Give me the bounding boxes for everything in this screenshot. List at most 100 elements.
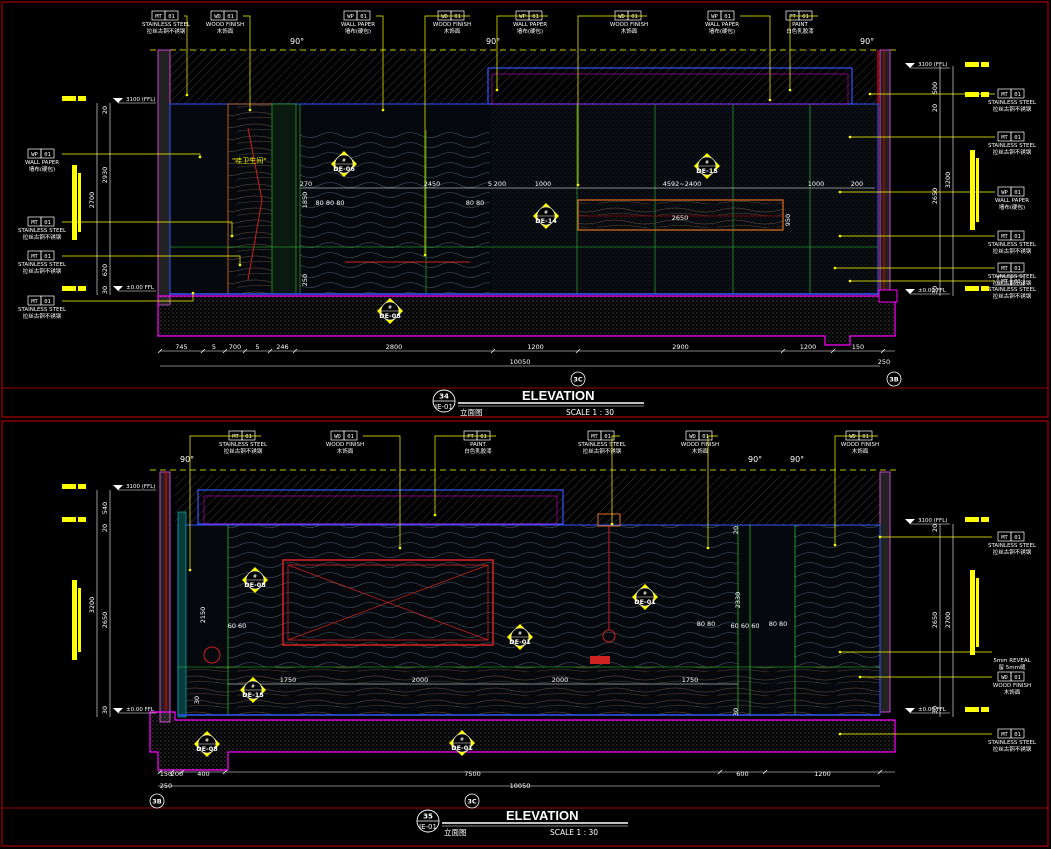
top-inner-dim-9: 1850: [301, 192, 309, 209]
bottom-subtitle: 立面图: [444, 827, 467, 837]
top-left-tag-2-en: STAINLESS STEEL: [18, 262, 67, 268]
bottom-rvdim-0: 20: [931, 524, 939, 532]
top-level-floor-text: ±0.00 FFL: [126, 285, 155, 291]
top-tag-1-cn: 木饰面: [217, 27, 234, 35]
top-dim-6: 1200: [527, 343, 544, 351]
bottom-right-tag-2-cn: 木饰面: [1004, 688, 1021, 696]
bottom-ref-sheet: IE-01: [419, 823, 437, 831]
top-left-tag-1-code: MT: [31, 220, 38, 226]
top-detail-3: #DE-08: [377, 298, 403, 324]
top-right-tag-5-code: MT: [1001, 279, 1008, 285]
bottom-ref-num: 35: [423, 813, 433, 821]
bottom-dim-2: 400: [197, 770, 209, 778]
top-tag-7-en: PAINT: [792, 22, 808, 28]
top-right-tag-5-cn: 拉丝古铜不锈钢: [993, 292, 1032, 300]
bottom-right-tag-3-num: 01: [1014, 732, 1021, 738]
top-dim-3: 5: [255, 343, 259, 351]
bottom-right-tag-2-code: WD: [1001, 675, 1008, 681]
top-tag-0-cn: 拉丝古铜不锈钢: [147, 27, 186, 35]
top-rvdim-1: 20: [931, 104, 939, 112]
bottom-detail-3-label: DE-15: [242, 691, 264, 699]
bottom-rlevel-2-text: ±0.00 FFL: [918, 707, 947, 713]
top-rlevel-2-text: ±0.00 FFL: [918, 288, 947, 294]
bottom-tag-1-en: WOOD FINISH: [326, 442, 364, 448]
bottom-right-tag-0-cn: 拉丝古铜不锈钢: [993, 548, 1032, 556]
top-inner-dim-10: 250: [301, 274, 309, 286]
top-axis-b: 3B: [886, 371, 902, 387]
top-axis-b-label: 3B: [889, 376, 899, 384]
bottom-tag-4-en: WOOD FINISH: [681, 442, 719, 448]
bottom-right-tag-1-en: 5mm REVEAL: [993, 658, 1031, 664]
top-right-tag-1-cn: 拉丝古铜不锈钢: [993, 148, 1032, 156]
bottom-detail-5: #DE-01: [449, 730, 475, 756]
top-tag-3-en: WOOD FINISH: [433, 22, 471, 28]
top-lvdim-0: 20: [101, 106, 109, 114]
top-tag-6-en: WALL PAPER: [705, 22, 739, 28]
top-angle-3: 90°: [860, 37, 874, 46]
top-tag-5-code: WD: [618, 14, 625, 20]
bottom-rlevel-2: ±0.00 FFL: [905, 707, 950, 714]
bottom-dim-5: 1200: [814, 770, 831, 778]
top-tag-5-en: WOOD FINISH: [610, 22, 648, 28]
top-left-tag-1-num: 01: [44, 220, 51, 226]
bottom-right-tag-2-en: WOOD FINISH: [993, 683, 1031, 689]
top-right-tag-4-code: MT: [1001, 266, 1008, 272]
bottom-angle-1: 90°: [180, 455, 194, 464]
top-left-vbar: [72, 165, 81, 240]
top-right-tag-4-cn: 拉丝古铜不锈钢: [993, 279, 1032, 287]
top-lvdim-3: 620: [101, 264, 109, 276]
bottom-angle-3: 90°: [790, 455, 804, 464]
bottom-right-tag-0-code: MT: [1001, 535, 1008, 541]
top-right-tag-3-cn: 拉丝古铜不锈钢: [993, 247, 1032, 255]
top-right-tag-2-en: WALL PAPER: [995, 198, 1029, 204]
bottom-tag-0-en: STAINLESS STEEL: [219, 442, 268, 448]
top-level-ceiling-text: 3100 (FFL): [126, 97, 155, 103]
top-right-tag-0-num: 01: [1014, 92, 1021, 98]
top-level-floor: ±0.00 FFL: [113, 285, 156, 292]
top-left-tag-3-en: STAINLESS STEEL: [18, 307, 67, 313]
top-subtitle: 立面图: [460, 407, 483, 417]
bottom-lvdim-2: 3200: [88, 597, 96, 614]
top-floor-slab: [157, 295, 896, 346]
top-inner-dim-12: 80 80 80: [316, 199, 345, 207]
top-tag-4-en: WALL PAPER: [513, 22, 547, 28]
top-lvdim-4: 30: [101, 286, 109, 294]
bottom-inner-dim-7: 80 80: [697, 620, 716, 628]
svg-text:#: #: [544, 210, 548, 216]
top-tag-2-en: WALL PAPER: [341, 22, 375, 28]
top-right-tag-5-en: STAINLESS STEEL: [988, 287, 1037, 293]
top-dim-4: 246: [276, 343, 288, 351]
top-rvdim-3: 2650: [931, 188, 939, 205]
top-right-tag-1-num: 01: [1014, 135, 1021, 141]
top-axis-a: 3C: [570, 371, 586, 387]
bottom-mirror-panel: [282, 559, 494, 646]
top-inner-dim-8: 2650: [672, 214, 689, 222]
top-tag-6-code: WP: [711, 14, 718, 20]
bottom-right-tag-0-en: STAINLESS STEEL: [988, 543, 1037, 549]
bottom-detail-1-label: DE-01: [509, 638, 531, 646]
bottom-tag-3-en: STAINLESS STEEL: [578, 442, 627, 448]
top-tag-3-num: 01: [454, 14, 461, 20]
bottom-inner-dim-3: 1750: [682, 676, 699, 684]
bottom-tag-0-cn: 拉丝古铜不锈钢: [224, 447, 263, 455]
top-right-levelbar-3: [965, 286, 989, 291]
top-detail-2-label: DE-15: [696, 167, 718, 175]
bottom-right-tag-1-cn: 留 5mm缝: [999, 663, 1026, 671]
top-right-tag-2-code: WP: [1001, 190, 1008, 196]
bottom-lvdim-3: 2650: [101, 612, 109, 629]
top-left-tag-2-code: MT: [31, 254, 38, 260]
top-room-text: "哇卫生间": [232, 156, 266, 165]
top-left-tag-2-cn: 拉丝古铜不锈钢: [23, 267, 62, 275]
top-tag-4-num: 01: [532, 14, 539, 20]
